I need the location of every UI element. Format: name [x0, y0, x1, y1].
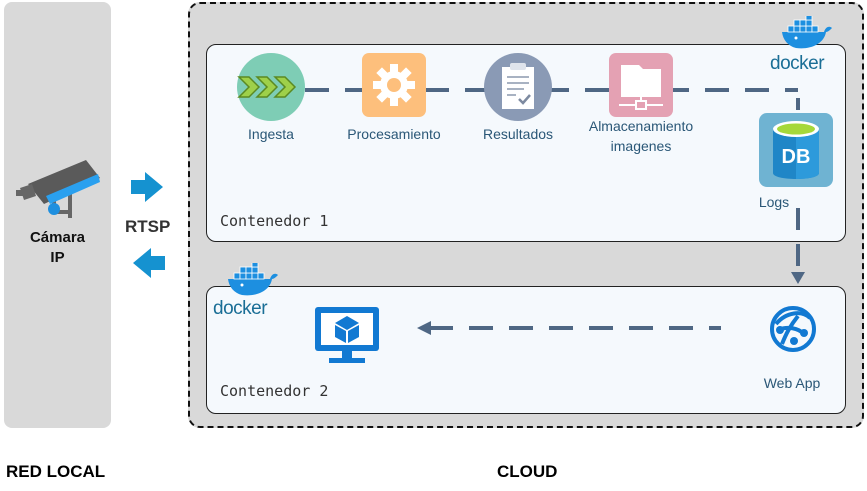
clipboard-check-icon [484, 53, 552, 121]
arrow-left-icon [133, 248, 165, 278]
gear-icon [362, 53, 426, 117]
docker-label-2: docker [213, 298, 268, 319]
local-network-panel [4, 2, 111, 428]
web-app-globe-icon [770, 306, 816, 352]
node-ingesta-label: Ingesta [248, 126, 294, 142]
node-webapp-label: Web App [763, 375, 821, 391]
node-almacenamiento-label: Almacenamiento imagenes [571, 116, 711, 156]
node-almacenamiento-line2: imagenes [610, 138, 672, 154]
ingest-icon [237, 53, 305, 121]
node-logs-label: Logs [758, 194, 790, 210]
security-camera-icon [16, 160, 100, 218]
database-icon: DB [759, 113, 833, 187]
node-procesamiento-label: Procesamiento [347, 126, 441, 142]
node-resultados-label: Resultados [482, 126, 554, 142]
node-almacenamiento-line1: Almacenamiento [588, 118, 694, 134]
db-icon-text: DB [782, 146, 811, 168]
docker-logo-icon [782, 16, 832, 49]
camera-label-line1: Cámara [29, 229, 86, 246]
region-local-label: RED LOCAL [6, 462, 106, 481]
region-cloud-label: CLOUD [497, 462, 558, 481]
container-1-label: Contenedor 1 [220, 212, 329, 230]
camera-label-line2: IP [50, 249, 65, 266]
container-2 [206, 286, 846, 414]
container-2-label: Contenedor 2 [220, 382, 329, 400]
rtsp-label: RTSP [125, 217, 171, 236]
docker-label-1: docker [770, 53, 825, 74]
docker-logo-icon-2 [228, 263, 278, 296]
monitor-cube-icon [315, 307, 379, 363]
camera-label: Cámara IP [4, 228, 111, 268]
arrow-webapp-to-monitor [417, 321, 721, 335]
folder-network-icon [609, 53, 673, 117]
arrow-right-icon [131, 172, 163, 202]
